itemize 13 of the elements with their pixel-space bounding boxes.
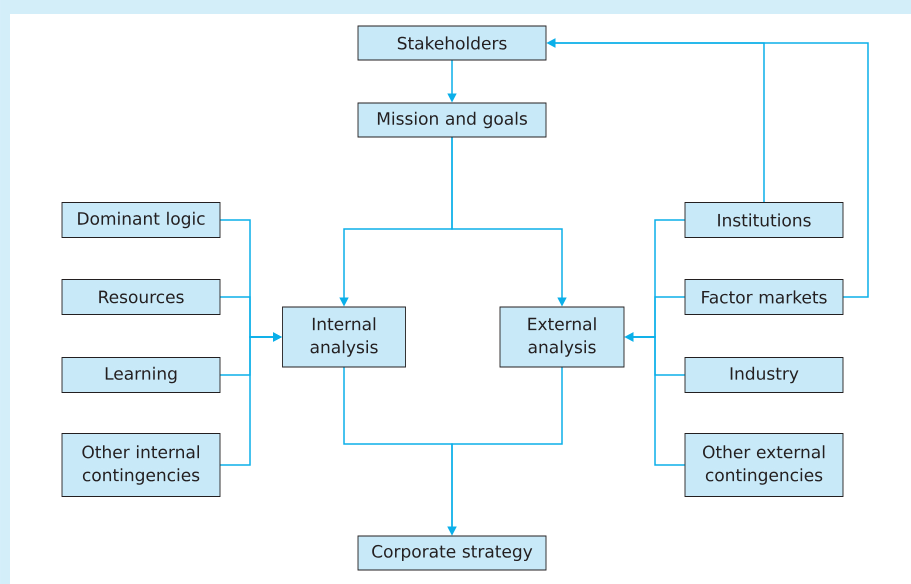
process-box: Industry [684, 357, 844, 393]
process-box: Stakeholders [358, 26, 546, 60]
process-box: Dominant logic [62, 202, 220, 238]
process-box: Learning [62, 357, 220, 393]
process-box: Other external contingencies [684, 433, 844, 497]
process-box: Institutions [684, 202, 844, 238]
process-box: Corporate strategy [358, 536, 546, 570]
process-box: Other internal contingencies [62, 433, 220, 497]
process-box: External analysis [500, 306, 624, 368]
process-box: Resources [62, 279, 220, 315]
process-box: Factor markets [684, 279, 844, 315]
process-box: Mission and goals [358, 102, 546, 138]
process-box: Internal analysis [282, 306, 406, 368]
